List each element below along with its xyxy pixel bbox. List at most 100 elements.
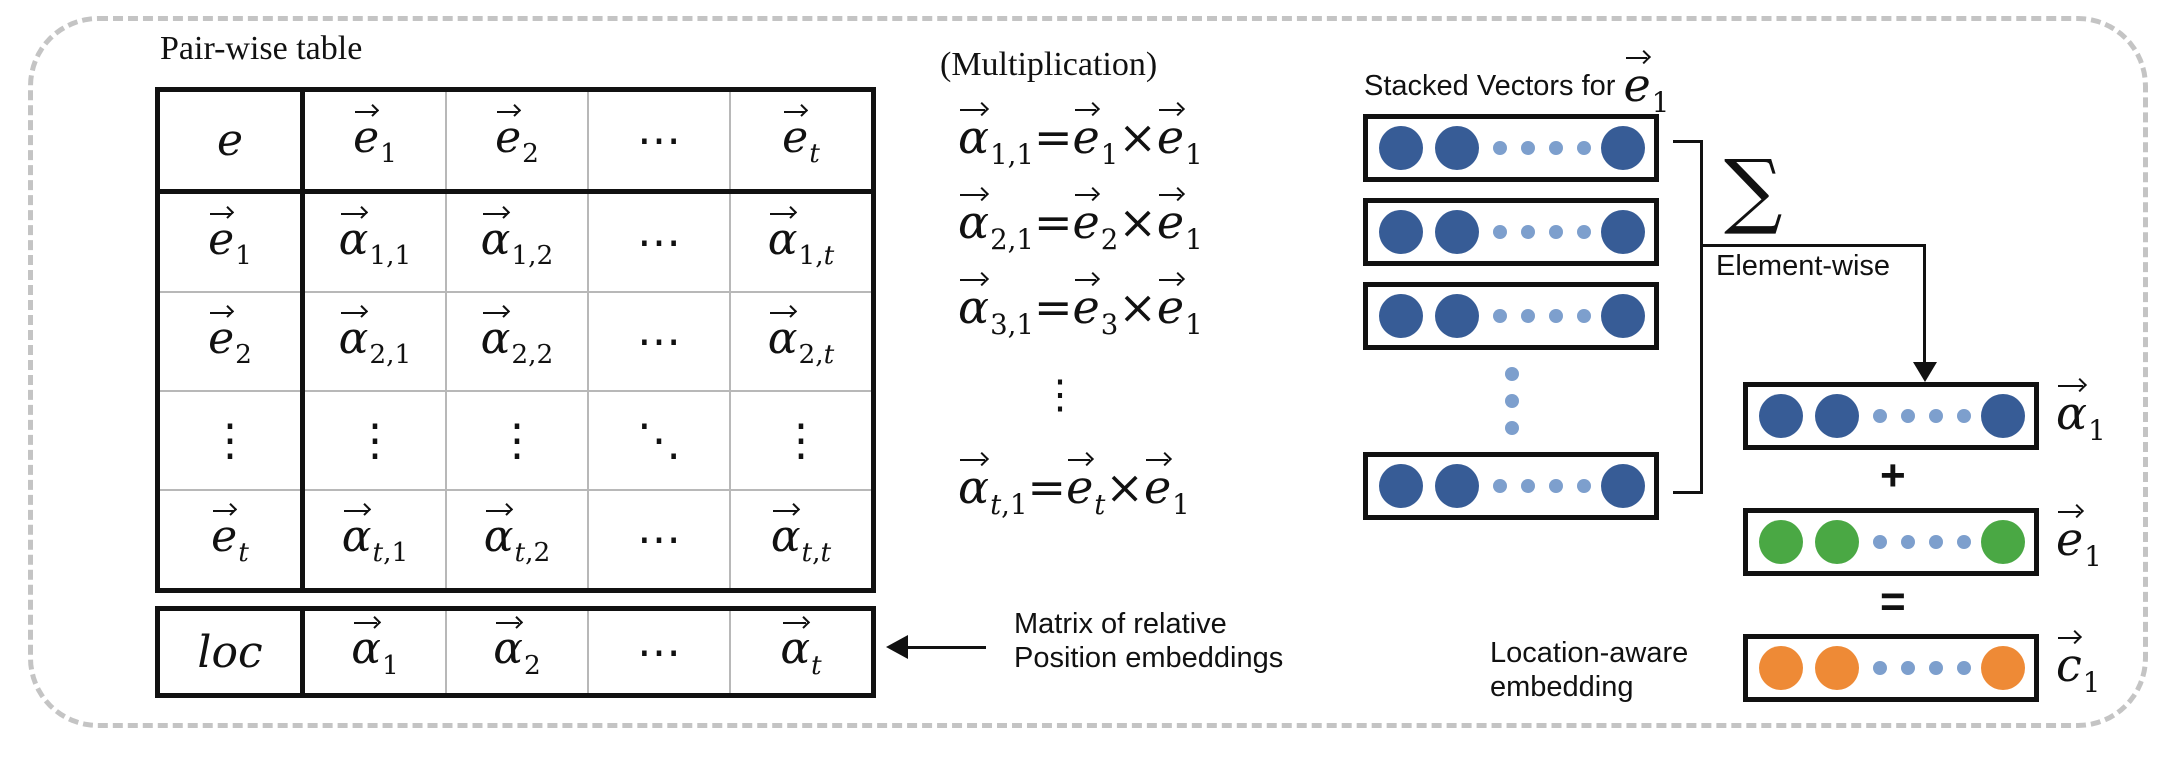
table-cell: ⋯ [587,607,731,697]
equation-4: αt,1=et×e1 [958,459,1190,522]
vector-symbol: α [351,622,381,675]
vector-subscript: 1,2 [511,240,554,272]
vector-symbol: α [341,509,372,562]
vector-element [1601,294,1645,338]
vector-symbol: e [208,311,235,364]
stacked-title-text: Stacked Vectors for [1364,70,1624,102]
vector-element-dot [1549,141,1563,155]
table-cell: αt,1 [301,489,447,592]
table-cell: α1,2 [445,190,589,293]
sum-line-vertical [1923,244,1926,366]
vector-element-dot [1901,661,1915,675]
arrow-down-icon [1913,362,1937,382]
table-cell: ⋯ [587,291,731,392]
label-line: embedding [1490,671,1634,703]
symbol-text: ⋯ [637,316,681,367]
vector-element-dot [1493,309,1507,323]
e1-vector [1743,508,2039,576]
vector-symbol: α [2056,385,2088,440]
table-cell: α1,1 [301,190,447,293]
vector-element-dot [1521,479,1535,493]
vector-element-dot [1957,535,1971,549]
table-cell: ⋮ [156,390,305,491]
vector-subscript: 1 [1172,488,1190,522]
vector-element-dot [1901,409,1915,423]
vector-subscript: 1 [1185,223,1203,257]
plus-sign: + [1880,451,1906,500]
vector-subscript: 1 [2082,666,2101,700]
vector-subscript: 2 [235,339,252,371]
vector-element-dot [1873,535,1887,549]
table-cell: α2,t [729,291,875,392]
vector-subscript: t,1 [990,488,1028,522]
vector-subscript: 2 [523,649,541,681]
vector-element-dot [1521,225,1535,239]
table-cell: α1,t [729,190,875,293]
e1-vector-label: e1 [2056,511,2102,574]
table-cell: e [156,88,305,194]
stacked-vector-t [1363,452,1659,520]
vector-subscript: t [238,537,249,569]
vector-element [1981,394,2025,438]
vector-element-dot [1493,225,1507,239]
vector-subscript: 2,1 [990,223,1034,257]
vector-symbol: α [338,311,369,364]
vector-subscript: t,2 [514,537,551,569]
vector-element-dot [1577,309,1591,323]
table-cell: ⋯ [587,190,731,293]
vector-symbol: e [211,509,238,562]
vertical-dot [1505,367,1519,381]
vector-element [1379,464,1423,508]
table-cell: α2,2 [445,291,589,392]
alpha-vector [1743,382,2039,450]
table-row: ⋮ ⋮ ⋮ ⋱ ⋮ [156,390,875,491]
vector-subscript: 1 [1651,86,1670,120]
vector-element [1435,294,1479,338]
table-cell: e2 [445,88,589,194]
vector-symbol: α [767,212,798,265]
bracket-bottom [1673,491,1703,494]
vector-symbol: c [2056,637,2082,692]
relative-position-label: Matrix of relative Position embeddings [1014,607,1283,675]
vector-subscript: 1 [2084,540,2102,574]
stacked-vector-1 [1363,114,1659,182]
vector-subscript: 2,2 [511,339,554,371]
vector-element-dot [1901,535,1915,549]
vector-subscript: 1 [2088,414,2106,448]
vector-subscript: 1 [235,240,252,272]
vector-symbol: α [770,509,801,562]
table-cell: loc [156,607,305,697]
vector-element [1815,394,1859,438]
vector-element [1435,126,1479,170]
vector-symbol: α [780,622,811,675]
sum-line-horizontal [1700,244,1926,247]
vector-subscript: t,1 [372,537,409,569]
vector-element-dot [1929,661,1943,675]
vector-element [1981,520,2025,564]
vector-subscript: t,t [801,537,832,569]
vector-symbol: α [958,194,990,249]
vector-symbol: e [1072,109,1100,164]
vector-element-dot [1577,141,1591,155]
vertical-dot [1505,421,1519,435]
sum-icon: ∑ [1724,143,1783,238]
vector-symbol: e [208,212,235,265]
alpha-vector-label: α1 [2056,385,2106,448]
vector-symbol: e [495,110,522,163]
table-cell: ⋱ [587,390,731,491]
vector-symbol: e [1623,57,1651,112]
vector-subscript: 1 [1185,308,1203,342]
vector-element [1815,520,1859,564]
vector-symbol: α [958,109,990,164]
vector-subscript: 1 [380,138,397,170]
vector-element [1379,294,1423,338]
vector-element-dot [1521,309,1535,323]
equation-1: α1,1=e1×e1 [958,109,1203,172]
table-cell: αt [729,607,875,697]
stacked-vectors-title: Stacked Vectors for e1 [1364,57,1670,120]
vector-symbol: α [480,311,511,364]
vertical-dot [1505,394,1519,408]
stacked-vector-3 [1363,282,1659,350]
table-row: e2 α2,1 α2,2 ⋯ α2,t [156,291,875,392]
pairwise-table-title: Pair-wise table [160,30,363,67]
